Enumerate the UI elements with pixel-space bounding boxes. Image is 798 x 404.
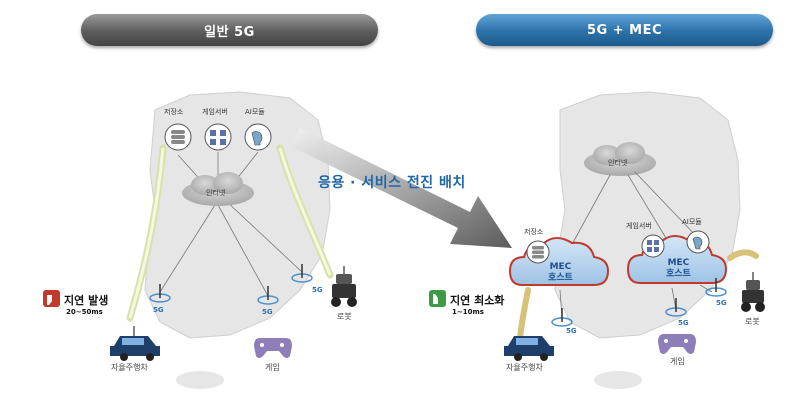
left-game-server-label: 게임서버 [202,108,228,116]
left-car-label: 자율주행차 [111,363,148,372]
right-mec-host-right-label: MEC 호스트 [666,258,691,280]
mec-left-line1: MEC [549,262,572,272]
right-latency-value: 1~10ms [452,308,484,316]
left-latency-title: 지연 발생 [64,294,109,307]
right-5g-tower-game [665,298,687,317]
right-game-label: 게임 [670,357,685,366]
left-5g-tower-robot [291,264,313,283]
left-robot-icon [331,266,357,307]
right-game-controller-icon [658,334,696,354]
right-car-icon [504,336,554,361]
transition-arrow [290,128,512,248]
right-5g-label-robot: 5G [716,299,727,307]
mec-right-line1: MEC [667,258,690,268]
right-latency-title: 지연 최소화 [450,294,505,307]
left-jeju-island [176,371,224,389]
left-game-label: 게임 [265,363,280,372]
right-mec-host-left-label: MEC 호스트 [548,262,573,284]
left-fiber-right-inner [278,147,332,276]
left-robot-label: 로봇 [337,312,352,321]
left-network-lines [159,151,303,297]
left-5g-label-robot: 5G [312,286,323,294]
right-fiber-right [727,249,759,261]
right-5g-label-car: 5G [566,327,577,335]
left-game-controller-icon [254,338,292,358]
mec-left-line2: 호스트 [548,273,573,283]
left-internet-label: 인터넷 [206,189,226,197]
right-internet-label: 인터넷 [608,159,628,167]
right-5g-tower-robot [705,278,727,297]
right-game-server-icon [641,234,665,258]
left-5g-label-car: 5G [153,306,164,314]
right-ai-module-label: AI모듈 [682,218,702,226]
right-storage-label: 저장소 [524,228,544,236]
left-latency-callout: 지연 발생 20~50ms [64,289,108,316]
left-5g-tower-car [149,284,171,303]
left-ai-module-label: AI모듈 [245,108,265,116]
right-robot-label: 로봇 [745,317,760,326]
left-storage-label: 저장소 [164,108,184,116]
left-car-icon [110,326,160,361]
right-internet-cloud [584,142,656,176]
right-car-label: 자율주행차 [506,363,543,372]
left-game-server-icon [204,123,232,151]
left-latency-value: 20~50ms [66,308,103,316]
right-latency-callout: 지연 최소화 1~10ms [450,289,504,316]
header-5g-mec: 5G + MEC [476,14,773,46]
right-fiber-left [517,287,531,341]
right-korea-map [554,91,741,339]
mec-right-line2: 호스트 [666,269,691,279]
left-5g-label-game: 5G [262,308,273,316]
left-fiber-left-inner [128,147,165,319]
right-jeju-island [594,371,642,389]
deployment-banner: 응용 · 서비스 전진 배치 [318,175,466,191]
right-5g-tower-car [551,308,573,327]
right-5g-label-game: 5G [678,319,689,327]
left-internet-cloud [182,172,254,206]
right-robot-icon [741,272,765,312]
left-5g-tower-game [257,286,279,305]
header-general-5g: 일반 5G [81,14,378,46]
right-game-server-label: 게임서버 [626,222,652,230]
